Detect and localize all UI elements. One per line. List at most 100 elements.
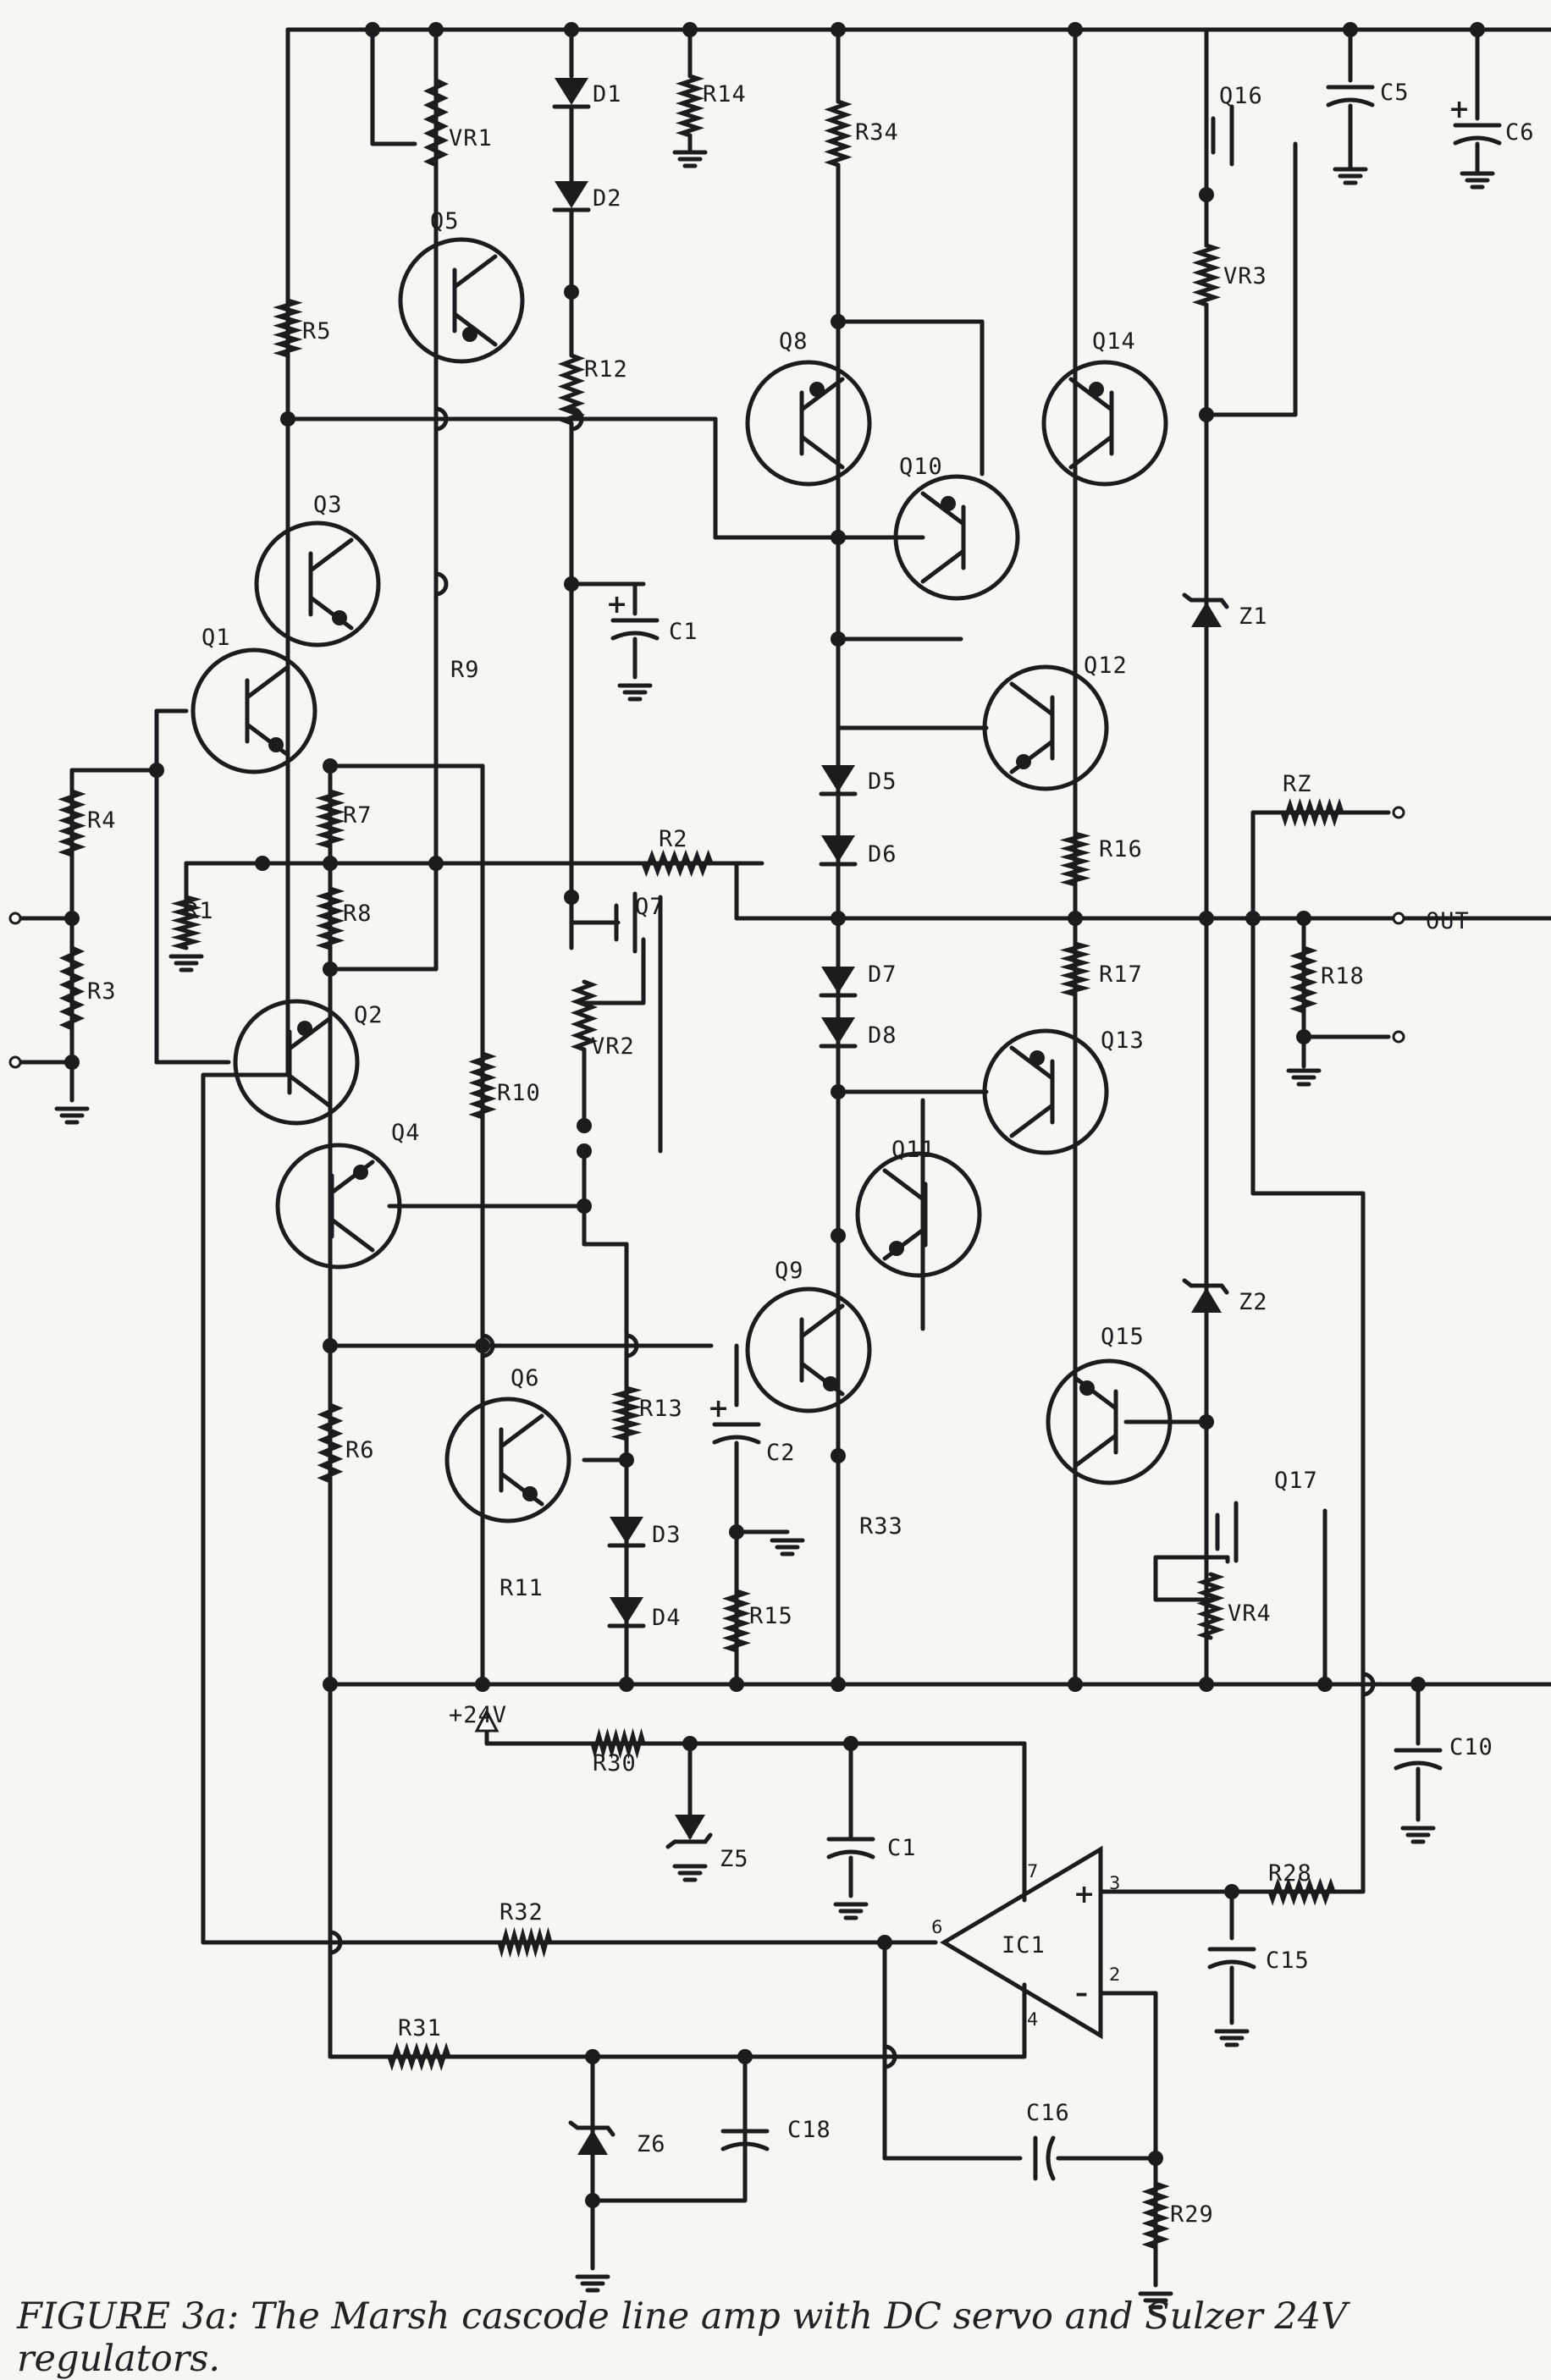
junction-dot bbox=[577, 1118, 592, 1133]
transistor-q5 bbox=[398, 237, 525, 364]
terminal bbox=[8, 912, 22, 925]
junction-dot bbox=[64, 911, 80, 926]
diode-d4 bbox=[610, 1597, 643, 1624]
transistor-q4-emitter bbox=[329, 1160, 375, 1195]
zener-z6 bbox=[577, 2129, 608, 2155]
junction-dot bbox=[564, 284, 579, 300]
junction-dot bbox=[682, 1736, 698, 1751]
junction-dot bbox=[682, 22, 698, 37]
pin-2-label: 2 bbox=[1109, 1964, 1120, 1985]
wire-crossover bbox=[433, 406, 449, 432]
transistor-q10-collector bbox=[920, 548, 966, 584]
resistor-r5 bbox=[273, 298, 303, 358]
label-r8: R8 bbox=[343, 901, 373, 927]
zener-z2-bar bbox=[1182, 1278, 1229, 1295]
polarity-plus: + bbox=[606, 590, 627, 620]
junction-dot bbox=[564, 576, 579, 592]
junction-dot bbox=[577, 1143, 592, 1159]
label-ic1: IC1 bbox=[1002, 1932, 1046, 1959]
junction-dot bbox=[149, 763, 164, 778]
label-d7: D7 bbox=[868, 961, 897, 988]
label-r2: R2 bbox=[659, 826, 688, 852]
pin-6-label: 6 bbox=[931, 1917, 942, 1937]
transistor-q15 bbox=[1046, 1358, 1173, 1485]
transistor-q11-arrow bbox=[889, 1241, 904, 1256]
label-plus24v: +24V bbox=[449, 1702, 507, 1728]
transistor-q2-collector bbox=[287, 1073, 333, 1109]
label-c18: C18 bbox=[787, 2117, 831, 2143]
terminal bbox=[1392, 806, 1405, 819]
label-q5: Q5 bbox=[430, 208, 460, 234]
transistor-q4 bbox=[275, 1143, 402, 1270]
junction-dot bbox=[1224, 1884, 1239, 1899]
label-r29: R29 bbox=[1170, 2201, 1214, 2228]
junction-dots bbox=[8, 22, 1485, 2208]
resistor-r34 bbox=[824, 99, 853, 168]
opamp-ic1 bbox=[940, 1845, 1103, 2040]
junction-dot bbox=[428, 856, 444, 871]
label-d3: D3 bbox=[652, 1522, 682, 1548]
junction-dot bbox=[831, 631, 846, 647]
transistor-q10-arrow bbox=[941, 496, 956, 511]
transistor-q13 bbox=[982, 1028, 1109, 1155]
label-r33: R33 bbox=[859, 1513, 903, 1540]
transistor-q4-collector bbox=[329, 1217, 375, 1253]
label-c6: C6 bbox=[1505, 119, 1535, 146]
transistor-q5-arrow bbox=[462, 327, 477, 342]
transistor-q12-emitter bbox=[1009, 739, 1055, 774]
label-q9: Q9 bbox=[775, 1258, 804, 1284]
label-c1: C1 bbox=[669, 619, 698, 645]
junction-dot bbox=[564, 22, 579, 37]
resistor-r6 bbox=[317, 1402, 344, 1484]
transistor-q9 bbox=[745, 1286, 872, 1413]
label-d6: D6 bbox=[868, 841, 897, 868]
junction-dot bbox=[1470, 22, 1485, 37]
junction-dot bbox=[831, 1448, 846, 1463]
junction-dot bbox=[831, 530, 846, 545]
pin-4-label: 4 bbox=[1027, 2009, 1038, 2030]
label-q6: Q6 bbox=[511, 1365, 540, 1391]
label-r14: R14 bbox=[703, 81, 747, 107]
resistor-r14 bbox=[675, 74, 705, 138]
resistor-r13 bbox=[610, 1386, 643, 1441]
opamp-minus: – bbox=[1075, 1979, 1088, 2008]
resistor-r32 bbox=[497, 1926, 553, 1959]
transistor-q9-arrow bbox=[823, 1376, 838, 1391]
capacitor-c1-regulator-plate bbox=[826, 1849, 875, 1859]
junction-dot bbox=[1068, 911, 1083, 926]
label-vr1: VR1 bbox=[449, 125, 493, 152]
label-q16: Q16 bbox=[1219, 83, 1263, 109]
junction-dot bbox=[831, 314, 846, 329]
resistor-r15 bbox=[721, 1589, 752, 1653]
polarity-plus: + bbox=[1449, 95, 1470, 124]
label-vr2: VR2 bbox=[591, 1033, 635, 1060]
junction-dot bbox=[577, 1198, 592, 1214]
capacitor-c6-plate bbox=[1453, 135, 1502, 146]
junction-dot bbox=[831, 1677, 846, 1692]
resistor-rz bbox=[1280, 797, 1344, 828]
transistor-q9-collector bbox=[799, 1303, 845, 1339]
label-c10: C10 bbox=[1449, 1734, 1493, 1760]
zener-z1-bar bbox=[1182, 592, 1229, 609]
wire-crossover bbox=[624, 1333, 639, 1358]
label-r18: R18 bbox=[1321, 963, 1365, 989]
resistor-r4 bbox=[58, 789, 86, 857]
label-d4: D4 bbox=[652, 1605, 682, 1631]
label-c1-regulator: C1 bbox=[887, 1835, 917, 1861]
transistor-q8-arrow bbox=[809, 382, 825, 397]
transistor-q8-collector bbox=[799, 434, 845, 470]
label-r3: R3 bbox=[87, 978, 117, 1005]
diode-d6 bbox=[821, 835, 855, 862]
junction-dot bbox=[323, 758, 338, 774]
transistor-q12 bbox=[982, 664, 1109, 791]
pin-7-label: 7 bbox=[1027, 1861, 1038, 1881]
label-r1: R1 bbox=[185, 898, 214, 924]
junction-dot bbox=[1317, 1677, 1333, 1692]
transistor-q1-collector bbox=[245, 664, 290, 700]
junction-dot bbox=[323, 1338, 338, 1353]
label-r11: R11 bbox=[500, 1575, 544, 1601]
label-d5: D5 bbox=[868, 769, 897, 795]
resistor-r1 bbox=[170, 895, 202, 950]
transistor-q12-collector bbox=[1009, 681, 1055, 717]
